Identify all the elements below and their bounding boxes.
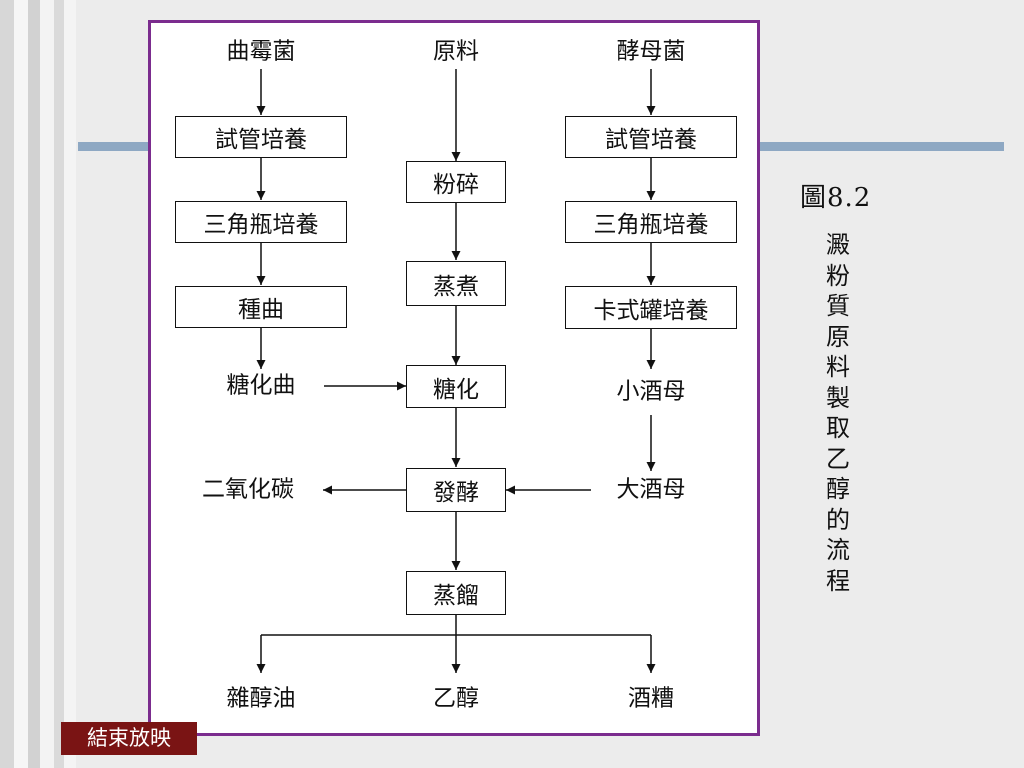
- label-ethanol: 乙醇: [433, 685, 479, 712]
- box-left-flask: 三角瓶培養: [175, 201, 347, 243]
- box-right-test-tube: 試管培養: [565, 116, 737, 158]
- box-steam-cook: 蒸煮: [406, 261, 506, 306]
- box-distill: 蒸餾: [406, 571, 506, 615]
- box-ferment: 發酵: [406, 468, 506, 512]
- label-yeast: 酵母菌: [616, 38, 686, 65]
- flowchart-panel: 曲霉菌 原料 酵母菌 試管培養 三角瓶培養 種曲 糖化曲 二氧化碳 粉碎 蒸煮 …: [148, 20, 760, 736]
- box-saccharify: 糖化: [406, 365, 506, 408]
- box-left-test-tube: 試管培養: [175, 116, 347, 158]
- label-saccharifying-koji: 糖化曲: [226, 372, 296, 399]
- label-vinasse: 酒糟: [628, 685, 674, 712]
- background-stripe: [14, 0, 28, 768]
- label-big-yeast: 大酒母: [616, 476, 686, 503]
- background-stripe: [64, 0, 76, 768]
- label-raw-material: 原料: [433, 38, 479, 65]
- background-stripe: [0, 0, 14, 768]
- figure-title: 圖8.2: [800, 183, 872, 213]
- background-stripe: [40, 0, 54, 768]
- label-aspergillus: 曲霉菌: [226, 38, 296, 65]
- figure-caption-vertical: 澱粉質原料製取乙醇的流程: [826, 231, 850, 595]
- box-right-flask: 三角瓶培養: [565, 201, 737, 243]
- box-seed-koji: 種曲: [175, 286, 347, 328]
- label-fusel-oil: 雜醇油: [226, 685, 296, 712]
- end-show-button[interactable]: 結束放映: [61, 722, 197, 755]
- label-small-yeast: 小酒母: [616, 378, 686, 405]
- label-co2: 二氧化碳: [202, 476, 294, 503]
- background-stripe: [54, 0, 64, 768]
- box-karl-tank: 卡式罐培養: [565, 286, 737, 329]
- box-crush: 粉碎: [406, 161, 506, 203]
- flowchart-connectors: [256, 69, 656, 673]
- background-stripe: [28, 0, 40, 768]
